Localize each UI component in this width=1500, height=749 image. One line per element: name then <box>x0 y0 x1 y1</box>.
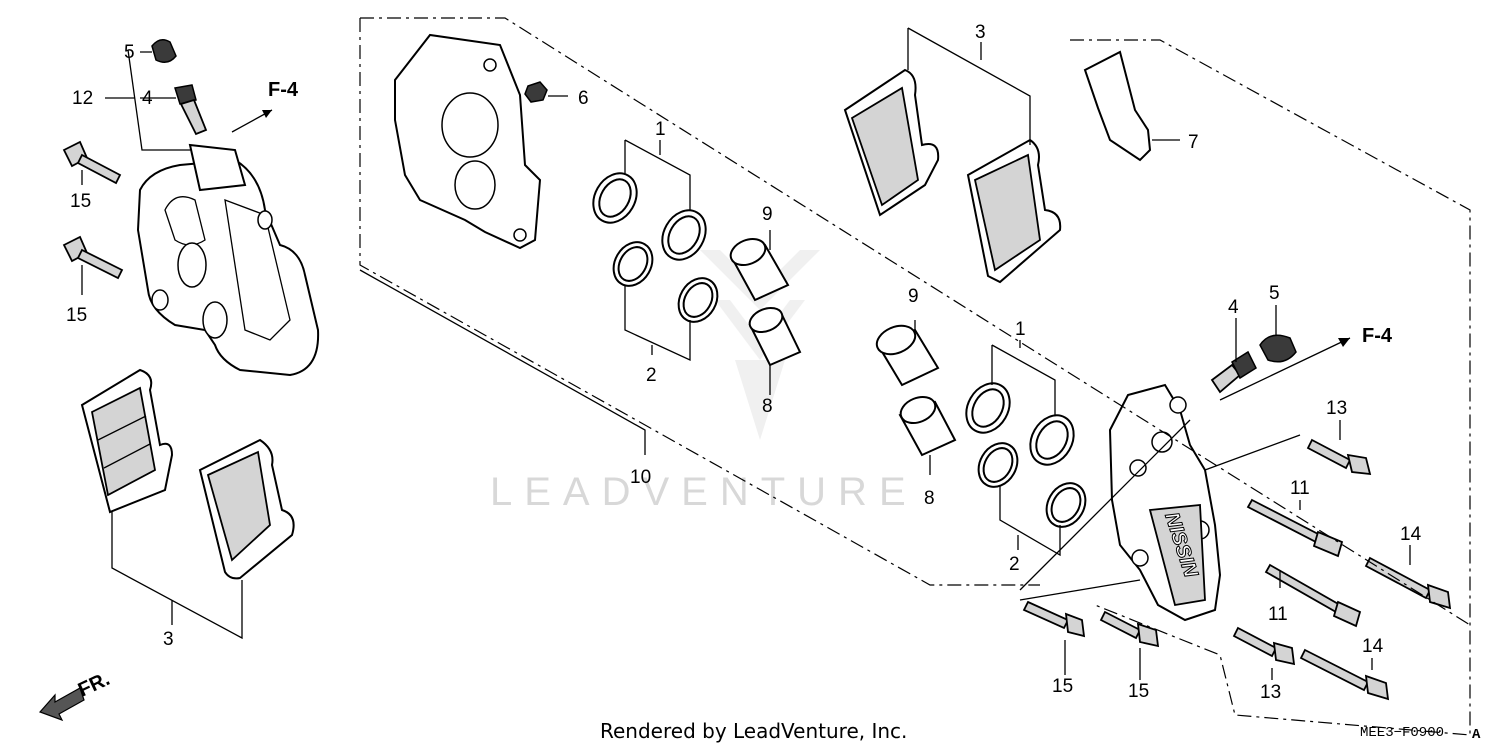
bolt-15-right-b <box>1099 610 1160 648</box>
center-pistons <box>729 237 802 367</box>
label-3-center: 3 <box>975 22 986 43</box>
bolt-13-upper <box>1306 438 1372 476</box>
right-caliper: NISSIN <box>1108 383 1222 622</box>
ref-f4-left: F-4 <box>268 79 299 101</box>
label-9-right: 9 <box>908 286 919 307</box>
nut-6 <box>524 81 548 103</box>
part-number-labels: 5 4 12 15 15 3 6 1 9 2 8 10 3 7 9 1 8 2 … <box>66 22 1422 703</box>
label-14-lower: 14 <box>1362 636 1384 657</box>
right-bleeder-screw <box>1210 350 1257 394</box>
label-12: 12 <box>72 88 93 109</box>
diagram-code: MEE3−F0900 <box>1360 725 1444 741</box>
label-13-upper: 13 <box>1326 398 1347 419</box>
label-7: 7 <box>1188 132 1199 153</box>
label-4-left: 4 <box>142 88 153 109</box>
label-1-right: 1 <box>1015 319 1026 340</box>
left-bleeder-cap <box>151 39 177 63</box>
label-15-right-a: 15 <box>1052 676 1073 697</box>
left-bolt-lower <box>62 235 124 280</box>
right-bleeder-cap <box>1259 334 1297 363</box>
diagram-code-suffix: A <box>1472 727 1481 743</box>
f4-arrow-left <box>231 109 273 133</box>
watermark-text: LEADVENTURE <box>490 470 918 514</box>
right-seals <box>965 382 1087 528</box>
bolt-15-right-a <box>1022 600 1086 638</box>
f4-arrow-right <box>1219 337 1351 401</box>
label-6: 6 <box>578 88 589 109</box>
left-bolt-upper <box>62 140 122 185</box>
label-14-upper: 14 <box>1400 524 1422 545</box>
label-2-right: 2 <box>1009 554 1020 575</box>
left-caliper <box>136 143 320 377</box>
front-direction-arrow <box>38 687 85 722</box>
label-2-center: 2 <box>646 365 657 386</box>
label-4-right: 4 <box>1228 297 1239 318</box>
label-9-center: 9 <box>762 204 773 225</box>
leader-lines <box>81 17 1471 736</box>
label-11-upper: 11 <box>1290 478 1310 499</box>
label-13-lower: 13 <box>1260 682 1281 703</box>
right-pistons <box>875 324 957 457</box>
label-8-center: 8 <box>762 396 773 417</box>
pin-11-lower <box>1264 563 1362 628</box>
center-seals <box>592 172 719 323</box>
center-brake-pad-rear <box>966 138 1062 284</box>
left-bleeder-screw <box>174 84 208 136</box>
bolt-14-upper <box>1364 556 1452 610</box>
label-5-right: 5 <box>1269 283 1280 304</box>
left-brake-pad-rear <box>198 438 295 580</box>
pin-11-upper <box>1246 498 1344 558</box>
label-8-right: 8 <box>924 488 935 509</box>
bolt-13-lower <box>1232 626 1296 666</box>
rendered-by-text: Rendered by LeadVenture, Inc. <box>600 719 907 743</box>
label-15-left-lower: 15 <box>66 305 87 326</box>
label-15-right-b: 15 <box>1128 681 1149 702</box>
center-caliper-body <box>394 33 542 250</box>
pad-spring-7 <box>1083 50 1152 162</box>
ref-f4-right: F-4 <box>1362 325 1393 347</box>
label-15-left-upper: 15 <box>70 191 91 212</box>
label-5-left: 5 <box>124 42 135 63</box>
center-brake-pad-front <box>843 68 940 217</box>
bolt-14-lower <box>1299 648 1390 701</box>
label-1-center: 1 <box>655 119 666 140</box>
label-10: 10 <box>630 467 651 488</box>
label-3-left: 3 <box>163 629 174 650</box>
label-11-lower: 11 <box>1268 604 1288 625</box>
left-brake-pad-front <box>80 368 174 514</box>
